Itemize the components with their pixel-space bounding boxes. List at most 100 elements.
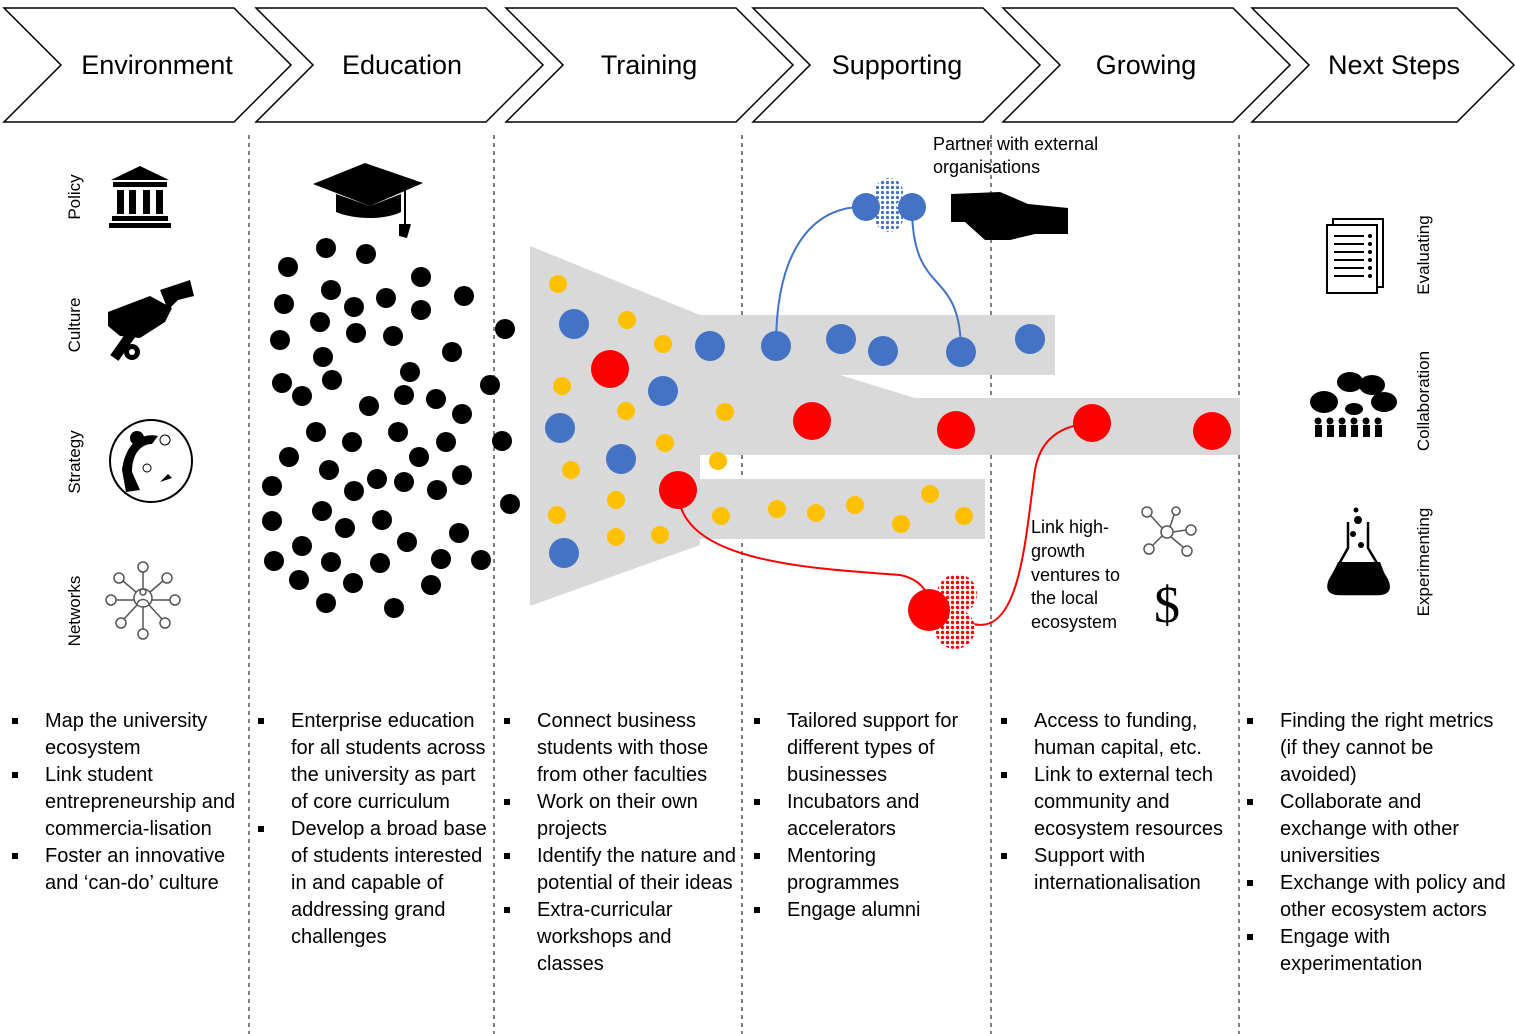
bullet-item: Exchange with policy and other ecosystem… xyxy=(1245,870,1513,924)
student-dot xyxy=(335,518,355,538)
student-dot xyxy=(262,476,282,496)
bullet-item: Link student entrepreneurship and commer… xyxy=(10,762,245,843)
bullet-item: Foster an innovative and ‘can-do’ cultur… xyxy=(10,843,245,897)
yellow-dot xyxy=(548,506,566,524)
yellow-dot xyxy=(846,496,864,514)
student-dot xyxy=(274,294,294,314)
yellow-dot xyxy=(549,275,567,293)
yellow-dot xyxy=(617,402,635,420)
label-evaluating: Evaluating xyxy=(1414,215,1433,294)
blue-dot xyxy=(868,336,898,366)
student-dot xyxy=(310,312,330,332)
student-dot xyxy=(411,300,431,320)
student-dot xyxy=(384,598,404,618)
yellow-dot xyxy=(607,528,625,546)
student-dot xyxy=(270,330,290,350)
column-education: Enterprise education for all students ac… xyxy=(256,708,491,951)
bullet-item: Support with internationalisation xyxy=(999,843,1234,897)
student-dot xyxy=(343,573,363,593)
bullet-item: Finding the right metrics (if they canno… xyxy=(1245,708,1513,789)
student-dot xyxy=(264,551,284,571)
chevron-supporting xyxy=(751,7,1042,123)
student-dot xyxy=(383,326,403,346)
venture-dots xyxy=(545,275,1231,568)
student-dot xyxy=(370,553,390,573)
stage-label-next-steps: Next Steps xyxy=(1328,50,1460,80)
stage-label-education: Education xyxy=(342,50,462,80)
column-dividers xyxy=(248,135,1240,1034)
student-dot xyxy=(321,280,341,300)
student-dot xyxy=(344,297,364,317)
student-dot xyxy=(449,523,469,543)
ecosystem-cluster xyxy=(908,574,977,649)
blue-dot xyxy=(559,309,589,339)
student-dot xyxy=(452,465,472,485)
bullet-item: Access to funding, human capital, etc. xyxy=(999,708,1234,762)
student-dot xyxy=(359,396,379,416)
discussion-group-icon xyxy=(1310,372,1397,437)
student-dot xyxy=(492,431,512,451)
stage-label-growing: Growing xyxy=(1096,50,1197,80)
student-dots xyxy=(262,238,520,618)
blue-dot xyxy=(648,376,678,406)
student-dot xyxy=(272,373,292,393)
yellow-dot xyxy=(618,311,636,329)
red-dot xyxy=(591,350,629,388)
chevron-next-steps xyxy=(1250,7,1515,123)
student-dot xyxy=(319,460,339,480)
yellow-dot xyxy=(553,377,571,395)
yellow-dot xyxy=(768,500,786,518)
partner-cluster xyxy=(852,178,926,232)
student-dot xyxy=(313,347,333,367)
blue-dot xyxy=(606,444,636,474)
column-environment: Map the university ecosystem Link studen… xyxy=(10,708,245,897)
red-dot xyxy=(1193,412,1231,450)
yellow-dot xyxy=(656,434,674,452)
red-dot xyxy=(937,411,975,449)
student-dot xyxy=(356,244,376,264)
bullet-item: Connect business students with those fro… xyxy=(502,708,737,789)
partner-pattern-dot-top xyxy=(875,178,903,206)
link-annotation-line-4: the local xyxy=(1031,588,1098,608)
chevron-growing xyxy=(1001,7,1292,123)
label-experimenting: Experimenting xyxy=(1414,508,1433,617)
network-nodes-icon xyxy=(1141,506,1197,557)
student-dot xyxy=(262,511,282,531)
column-growing: Access to funding, human capital, etc. L… xyxy=(999,708,1234,897)
student-dot xyxy=(279,447,299,467)
student-dot xyxy=(411,267,431,287)
label-collaboration: Collaboration xyxy=(1414,351,1433,451)
yellow-dot xyxy=(807,504,825,522)
partner-dot-left xyxy=(852,193,880,221)
bullet-list-education: Enterprise education for all students ac… xyxy=(256,708,491,951)
bullet-item: Develop a broad base of students interes… xyxy=(256,816,491,951)
student-dot xyxy=(372,510,392,530)
column-next-steps: Finding the right metrics (if they canno… xyxy=(1245,708,1513,978)
bullet-item: Collaborate and exchange with other univ… xyxy=(1245,789,1513,870)
yellow-dot xyxy=(921,485,939,503)
stage-chevrons xyxy=(2,7,1515,123)
yellow-dot xyxy=(651,526,669,544)
student-dot xyxy=(289,570,309,590)
handshake-icon xyxy=(951,192,1068,240)
student-dot xyxy=(322,370,342,390)
chevron-training xyxy=(504,7,795,123)
partner-dot-right xyxy=(898,193,926,221)
blue-dot xyxy=(826,324,856,354)
partner-pattern-dot-bottom xyxy=(875,204,903,232)
student-dot xyxy=(394,385,414,405)
student-dot xyxy=(388,422,408,442)
student-dot xyxy=(442,342,462,362)
yellow-dot xyxy=(716,403,734,421)
student-dot xyxy=(397,532,417,552)
bullet-item: Engage alumni xyxy=(752,897,987,924)
bullet-list-growing: Access to funding, human capital, etc. L… xyxy=(999,708,1234,897)
chevron-environment xyxy=(2,7,293,123)
network-person-icon xyxy=(105,561,181,640)
student-dot xyxy=(400,362,420,382)
label-networks: Networks xyxy=(65,576,84,647)
student-dot xyxy=(292,386,312,406)
institution-icon xyxy=(109,166,171,228)
blue-dot xyxy=(695,331,725,361)
